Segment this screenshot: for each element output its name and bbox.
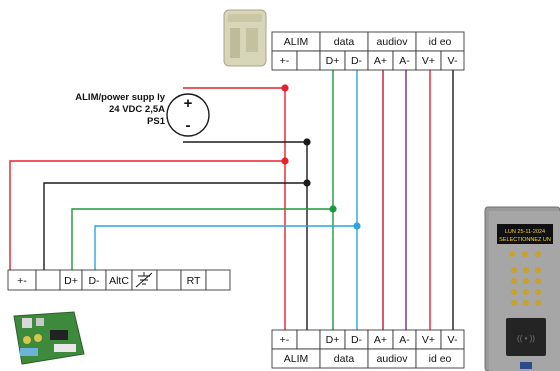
top-header-video: id eo <box>429 36 452 48</box>
bottom-terminal-vminus: V- <box>448 334 458 346</box>
wire-left-negative <box>43 182 307 270</box>
controller-board-photo-icon <box>13 311 85 365</box>
module-photo-icon <box>223 9 267 67</box>
power-supply-symbol: + - <box>166 93 210 137</box>
top-terminal-dminus: D- <box>351 55 363 67</box>
psu-plus-sign: + <box>184 95 193 112</box>
left-terminal-dplus: D+ <box>64 275 78 287</box>
bottom-terminal-dminus: D- <box>351 334 363 346</box>
top-header-alim: ALIM <box>284 36 309 48</box>
bottom-header-data: data <box>334 353 355 365</box>
bottom-terminal-dplus: D+ <box>326 334 340 346</box>
psu-label-line2: 24 VDC 2,5A <box>109 104 165 115</box>
bottom-header-alim: ALIM <box>284 353 309 365</box>
bottom-header-audio: audiov <box>377 353 409 365</box>
top-terminal-aminus: A- <box>399 55 410 67</box>
ground-symbol-icon <box>135 272 153 288</box>
panel-screen <box>497 224 553 244</box>
left-terminal-rt: RT <box>187 275 201 287</box>
rfid-reader <box>506 318 546 356</box>
top-header-audio: audiov <box>377 36 409 48</box>
top-terminal-dplus: D+ <box>326 55 340 67</box>
psu-minus-sign: - <box>186 117 191 134</box>
door-panel-photo-icon: LUN 25-11-2024 SELECTIONNEZ UN (( • )) <box>484 206 560 371</box>
svg-text:(( • )): (( • )) <box>517 334 535 343</box>
left-terminal-altc: AltC <box>109 275 129 287</box>
bottom-terminal-aplus: A+ <box>374 334 387 346</box>
left-terminal-pm: +- <box>17 275 27 287</box>
psu-label-line1: ALIM/power supp ly <box>75 92 165 103</box>
top-terminal-pm: +- <box>280 55 290 67</box>
bottom-terminal-pm: +- <box>280 334 290 346</box>
junctions <box>281 84 361 230</box>
wire-psu-negative <box>183 141 308 330</box>
left-terminal-block <box>7 269 231 291</box>
top-header-data: data <box>334 36 355 48</box>
bottom-terminal-aminus: A- <box>399 334 410 346</box>
top-terminal-block <box>271 31 465 71</box>
wire-left-data-plus <box>71 208 333 270</box>
bottom-terminal-vplus: V+ <box>422 334 435 346</box>
psu-label-line3: PS1 <box>147 116 165 127</box>
left-terminal-dminus: D- <box>88 275 100 287</box>
panel-screen-line2: SELECTIONNEZ UN <box>499 237 551 243</box>
bottom-header-video: id eo <box>429 353 452 365</box>
panel-screen-line1: LUN 25-11-2024 <box>505 229 545 235</box>
top-terminal-vplus: V+ <box>422 55 435 67</box>
wire-left-data-minus <box>94 225 357 270</box>
top-terminal-aplus: A+ <box>374 55 387 67</box>
wires <box>9 70 454 330</box>
wire-left-positive <box>9 160 285 270</box>
bottom-terminal-block <box>271 329 465 369</box>
top-terminal-vminus: V- <box>448 55 458 67</box>
